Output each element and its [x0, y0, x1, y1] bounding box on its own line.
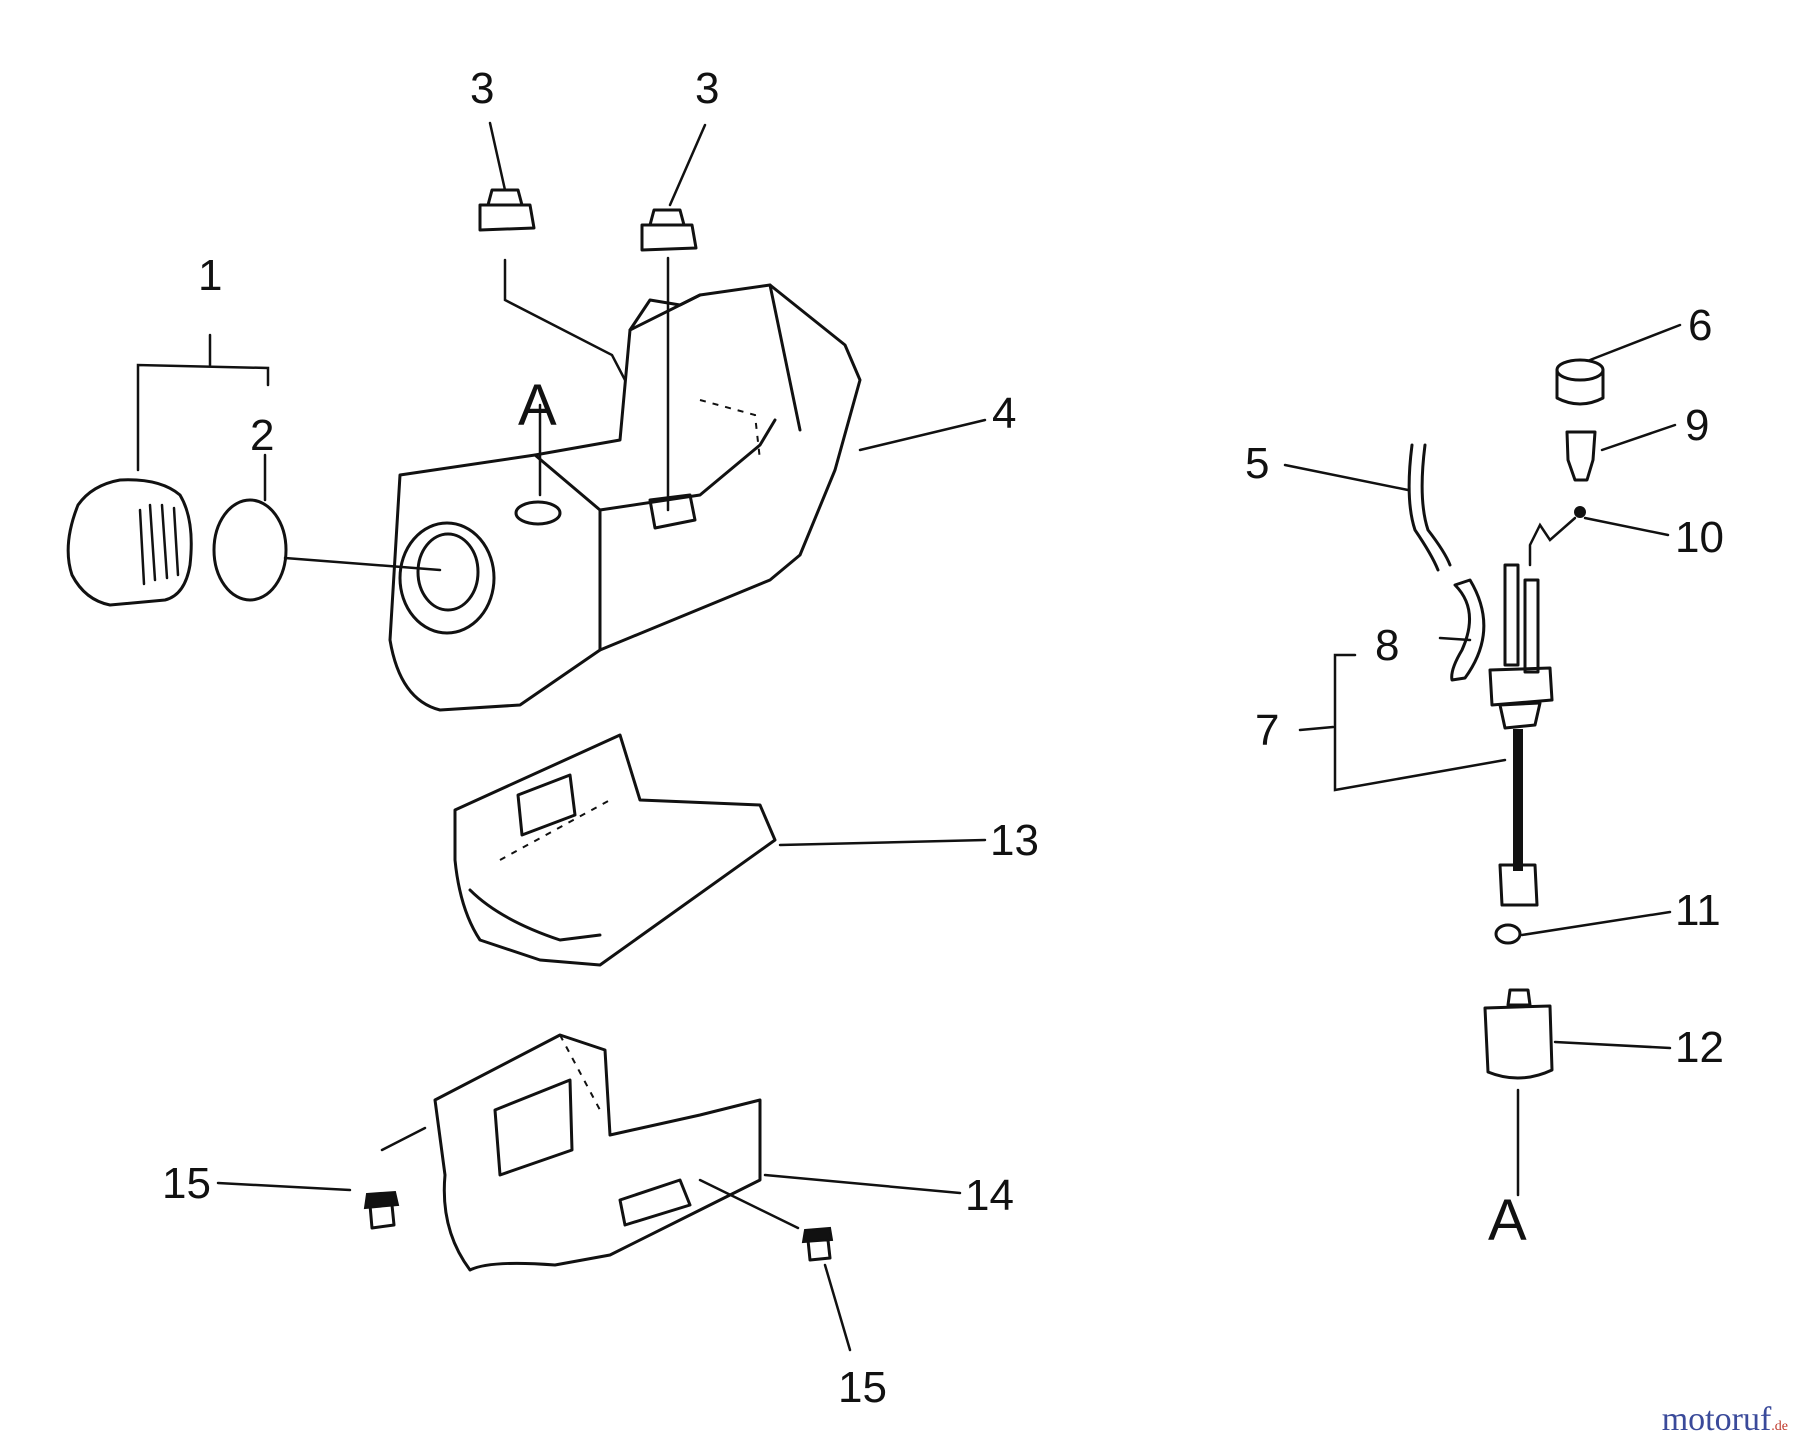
label-4: 4: [992, 389, 1016, 438]
label-12: 12: [1675, 1023, 1724, 1072]
screw-left: [363, 1190, 400, 1230]
cap-gasket: [212, 498, 288, 602]
label-a-top: A: [518, 373, 557, 438]
watermark-suffix: .de: [1771, 1419, 1788, 1434]
vent-valve: [1565, 430, 1597, 482]
pickup-tube-assembly: [1488, 563, 1554, 871]
label-2: 2: [250, 411, 274, 460]
grommet-right: [640, 208, 698, 252]
bottom-guard: [433, 1033, 762, 1272]
label-5: 5: [1245, 439, 1269, 488]
label-13: 13: [990, 816, 1039, 865]
callout-labels: 1 2 3 3 A 4 13 14 15 15 5 6 9 10 8 7 11 …: [162, 64, 1724, 1412]
fuel-filter: [1483, 988, 1554, 1080]
label-8: 8: [1375, 621, 1399, 670]
connector-hose: [1450, 578, 1486, 682]
fuel-tank: [388, 283, 862, 712]
label-11: 11: [1675, 886, 1721, 935]
label-a-bottom: A: [1488, 1188, 1527, 1253]
label-14: 14: [965, 1171, 1014, 1220]
watermark: motoruf.de: [1662, 1401, 1788, 1439]
tank-cover: [453, 733, 777, 967]
label-9: 9: [1685, 401, 1709, 450]
label-7: 7: [1255, 706, 1279, 755]
label-10: 10: [1675, 513, 1724, 562]
label-15-left: 15: [162, 1159, 211, 1208]
vent-cap: [1555, 358, 1605, 406]
grommet-left: [478, 188, 536, 232]
washer: [1494, 923, 1522, 945]
leader-lines: [136, 121, 1682, 1352]
label-3-right: 3: [695, 64, 719, 113]
fuel-hose: [1407, 443, 1440, 572]
label-6: 6: [1688, 301, 1712, 350]
label-1: 1: [198, 251, 222, 300]
screw-right: [801, 1226, 834, 1262]
label-3-left: 3: [470, 64, 494, 113]
label-15-bottom: 15: [838, 1363, 887, 1412]
fuel-cap: [66, 478, 193, 607]
filter-weight: [1498, 863, 1539, 907]
watermark-main: motoruf: [1661, 1401, 1772, 1438]
check-ball: [1574, 506, 1586, 518]
